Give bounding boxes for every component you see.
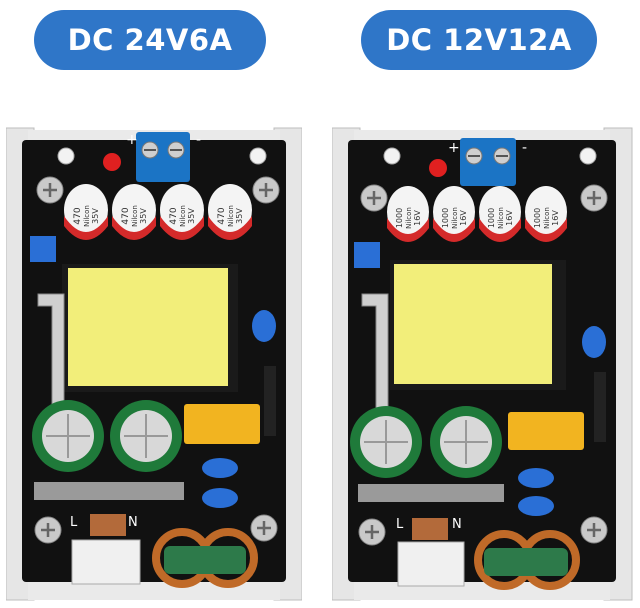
svg-text:35V: 35V [235,208,244,224]
svg-text:16V: 16V [505,210,514,226]
output-terminal-block [460,138,516,186]
terminal-plus-label: + [448,140,460,156]
terminal-plus-label: + [126,132,138,148]
svg-text:470: 470 [121,207,131,224]
x-capacitor [184,404,260,444]
mount-hole [579,147,597,165]
mount-hole [57,147,75,165]
x-capacitor [508,412,584,450]
svg-text:Nilcon: Nilcon [543,207,551,229]
output-capacitor: 1000 Nilcon 16V [433,186,475,242]
resistor [594,372,606,442]
common-mode-choke [474,530,580,590]
output-capacitor: 470 Nilcon 35V [160,184,204,240]
terminal-minus-label: - [522,140,527,156]
output-capacitor: 470 Nilcon 35V [64,184,108,240]
trimmer-potentiometer [354,242,380,268]
transformer [394,264,552,384]
input-pin-l-label: L [70,515,78,530]
screw [36,176,64,204]
bulk-capacitor [110,400,182,472]
spec-label-12v12a: DC 12V12A [361,10,597,70]
y-capacitor [518,468,554,488]
transformer [68,268,228,386]
common-mode-choke [152,528,258,588]
fuse [412,518,448,540]
screw [580,184,608,212]
input-pin-n-label: N [128,515,138,530]
bulk-capacitor [350,406,422,478]
input-pin-n-label: N [452,517,462,532]
input-connector [397,541,465,587]
svg-text:470: 470 [217,207,227,224]
bulk-capacitor [32,400,104,472]
screw [580,516,608,544]
mount-hole [383,147,401,165]
screw [358,518,386,546]
y-capacitor [202,488,238,508]
input-connector [71,539,141,585]
svg-text:16V: 16V [459,210,468,226]
power-supply-board-12v12a: + - 1000 Nilcon 16V 1000 Nilcon 16V 1000… [332,127,633,601]
svg-text:35V: 35V [139,208,148,224]
rectifier-strip [34,482,184,500]
power-supply-board-24v6a: + - 470 Nilcon 35V 470 Nilcon 35V 470 Ni… [6,127,302,601]
output-capacitor: 1000 Nilcon 16V [479,186,521,242]
y-capacitor [518,496,554,516]
bulk-capacitor [430,406,502,478]
trimmer-potentiometer [30,236,56,262]
output-terminal-block [136,132,190,182]
indicator-led [429,159,447,177]
y-capacitor [582,326,606,358]
screw [360,184,388,212]
svg-text:Nilcon: Nilcon [179,205,187,227]
svg-text:1000: 1000 [487,208,496,228]
svg-text:Nilcon: Nilcon [227,205,235,227]
output-capacitor: 470 Nilcon 35V [112,184,156,240]
output-capacitor: 470 Nilcon 35V [208,184,252,240]
svg-text:1000: 1000 [395,208,404,228]
svg-text:Nilcon: Nilcon [131,205,139,227]
terminal-minus-label: - [196,132,201,148]
svg-text:35V: 35V [187,208,196,224]
svg-text:1000: 1000 [533,208,542,228]
svg-text:1000: 1000 [441,208,450,228]
y-capacitor [202,458,238,478]
y-capacitor [252,310,276,342]
fuse [90,514,126,536]
svg-text:Nilcon: Nilcon [405,207,413,229]
mount-hole [249,147,267,165]
screw [250,514,278,542]
screw [252,176,280,204]
rectifier-strip [358,484,504,502]
output-capacitor: 1000 Nilcon 16V [525,186,567,242]
svg-text:35V: 35V [91,208,100,224]
spec-label-24v6a: DC 24V6A [34,10,266,70]
svg-text:470: 470 [169,207,179,224]
svg-text:Nilcon: Nilcon [451,207,459,229]
output-capacitor: 1000 Nilcon 16V [387,186,429,242]
indicator-led [103,153,121,171]
svg-text:470: 470 [73,207,83,224]
svg-text:16V: 16V [413,210,422,226]
screw [34,516,62,544]
svg-text:16V: 16V [551,210,560,226]
input-pin-l-label: L [396,517,404,532]
resistor [264,366,276,436]
svg-text:Nilcon: Nilcon [83,205,91,227]
svg-text:Nilcon: Nilcon [497,207,505,229]
